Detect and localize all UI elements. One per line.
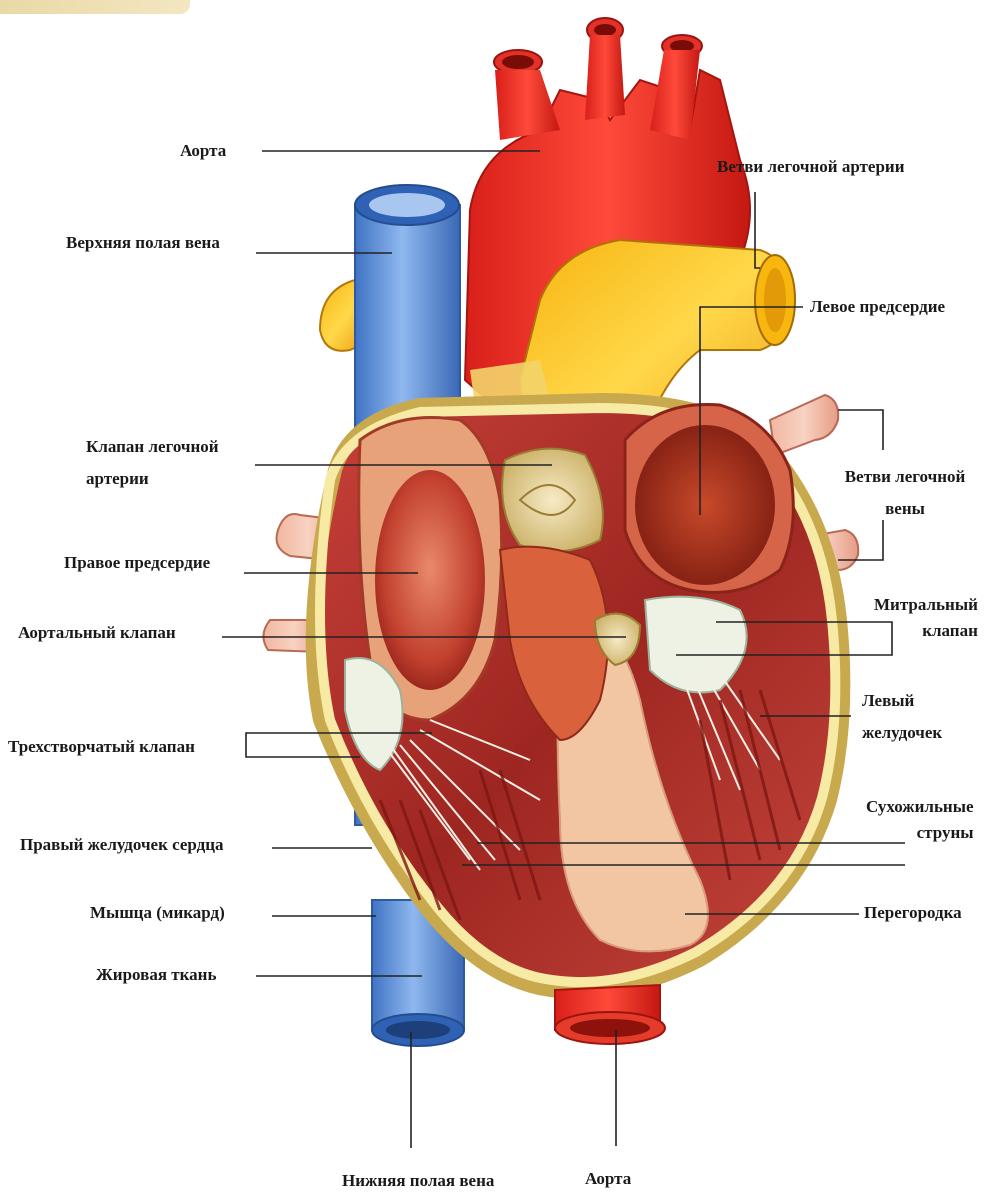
label-pulmonary-vein-branches: Ветви легочной вены xyxy=(830,466,980,520)
label-mitral-valve: Митральный клапан xyxy=(874,594,978,642)
label-fat-tissue: Жировая ткань xyxy=(96,964,216,986)
label-chordae-tendineae: Сухожильные струны xyxy=(866,796,974,844)
label-pulmonary-artery-branches: Ветви легочной артерии xyxy=(717,156,905,178)
label-pulmonary-valve: Клапан легочной артерии xyxy=(86,436,219,490)
pulmonary-valve-shape xyxy=(502,449,603,552)
label-left-ventricle: Левый желудочек xyxy=(862,690,942,744)
label-left-ventricle-line1: Левый xyxy=(862,690,942,712)
label-left-ventricle-line2: желудочек xyxy=(862,722,942,744)
label-pulmonary-vein-line2: вены xyxy=(830,498,980,520)
label-chordae-line2: струны xyxy=(866,822,974,844)
label-right-ventricle: Правый желудочек сердца xyxy=(20,834,224,856)
label-myocardium: Мышца (микард) xyxy=(90,902,225,924)
label-pulmonary-vein-line1: Ветви легочной xyxy=(830,466,980,488)
label-inferior-vena-cava: Нижняя полая вена xyxy=(342,1170,494,1192)
label-superior-vena-cava: Верхняя полая вена xyxy=(66,232,220,254)
label-aortic-valve: Аортальный клапан xyxy=(18,622,176,644)
descending-aorta xyxy=(555,985,665,1044)
label-chordae-line1: Сухожильные xyxy=(866,796,974,818)
label-tricuspid-valve: Трехстворчатый клапан xyxy=(8,736,195,758)
label-mitral-valve-line1: Митральный xyxy=(874,594,978,616)
left-atrium-chamber xyxy=(625,404,793,592)
label-aorta-top: Аорта xyxy=(180,140,226,162)
label-right-atrium: Правое предсердие xyxy=(64,552,210,574)
label-septum: Перегородка xyxy=(864,902,962,924)
label-aorta-bottom: Аорта xyxy=(585,1168,631,1190)
label-mitral-valve-line2: клапан xyxy=(874,620,978,642)
label-pulmonary-valve-line2: артерии xyxy=(86,468,219,490)
label-left-atrium: Левое предсердие xyxy=(810,296,945,318)
label-pulmonary-valve-line1: Клапан легочной xyxy=(86,436,219,458)
